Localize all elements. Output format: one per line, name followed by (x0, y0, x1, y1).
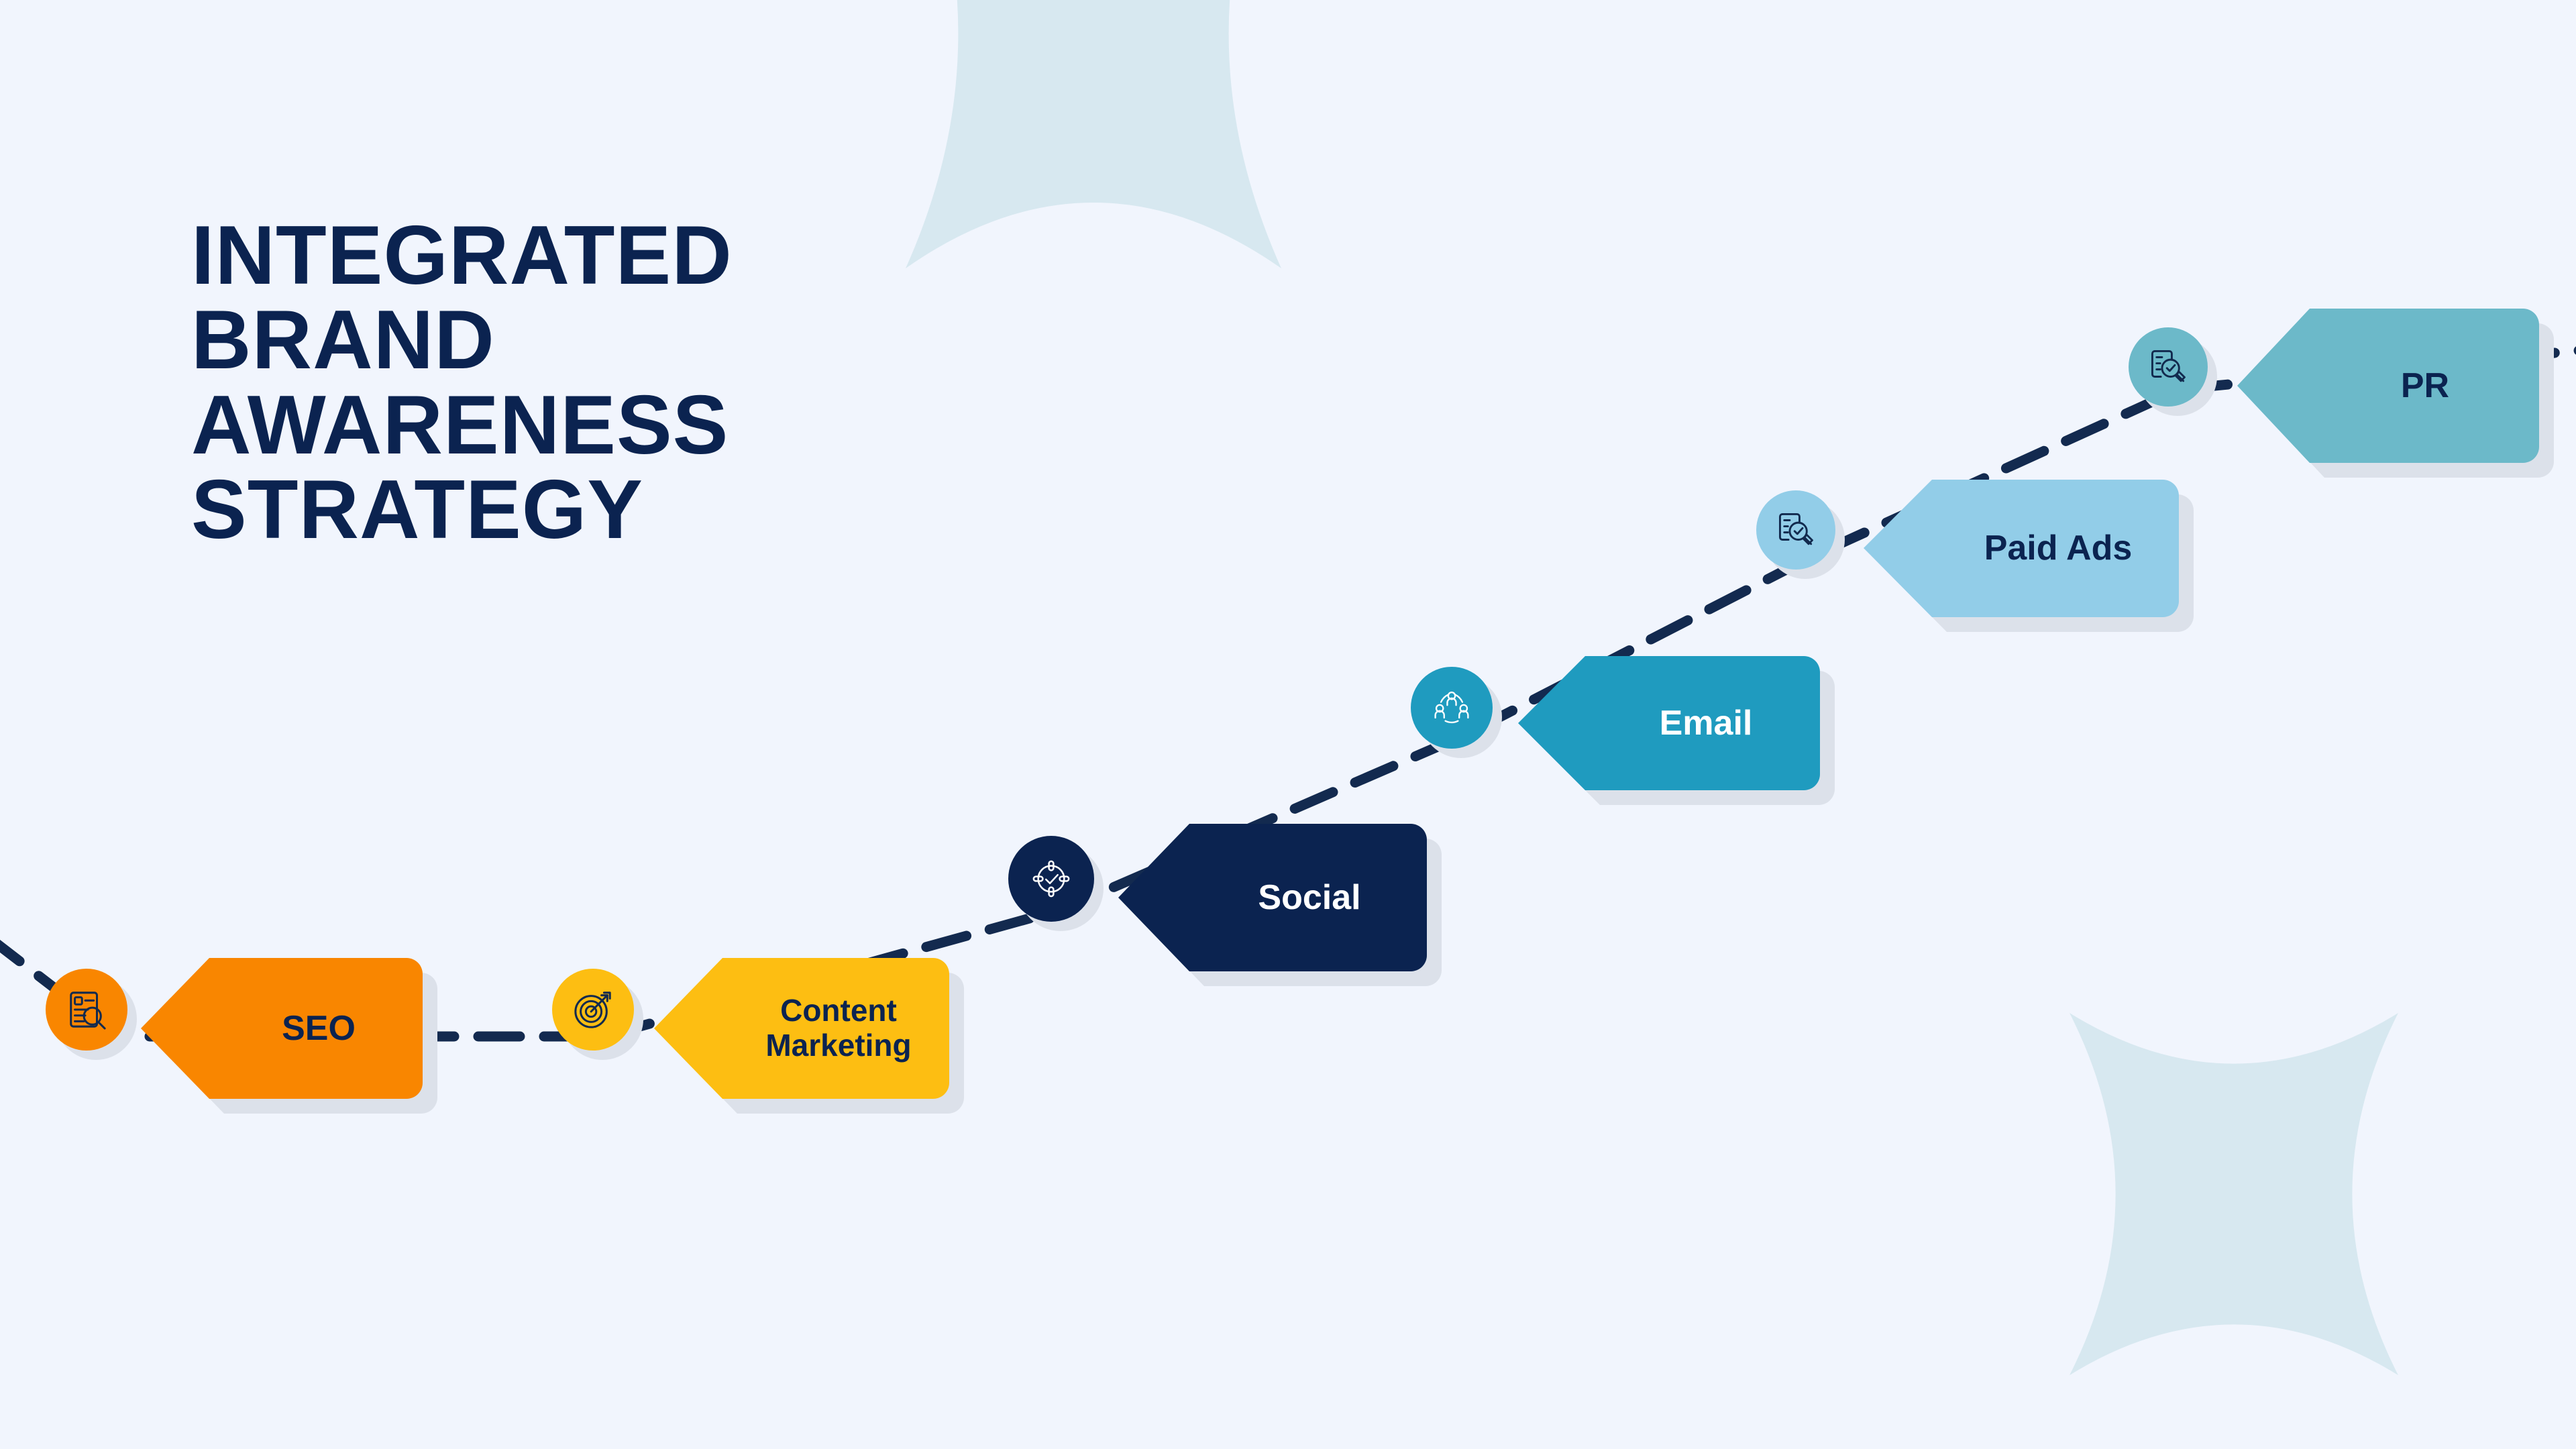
bubble-email[interactable] (1411, 667, 1493, 749)
tag-body (141, 958, 423, 1099)
bubble-content-marketing[interactable] (552, 969, 634, 1051)
tag-paid-ads[interactable]: Paid Ads (1864, 480, 2194, 632)
tag-seo[interactable]: SEO (141, 958, 437, 1114)
bubble-pr[interactable] (2129, 327, 2208, 407)
document-magnifier-check-icon (2129, 327, 2208, 407)
tag-label-email: Email (1659, 703, 1753, 743)
tag-social[interactable]: Social (1118, 824, 1442, 986)
step-node-seo[interactable]: SEO (40, 958, 443, 1114)
tag-email[interactable]: Email (1518, 656, 1835, 805)
tag-label-social: Social (1258, 877, 1361, 917)
step-node-email[interactable]: Email (1405, 656, 1848, 805)
tag-body (1118, 824, 1427, 971)
step-node-content-marketing[interactable]: Content Marketing (547, 958, 976, 1114)
tag-label-seo: SEO (282, 1008, 356, 1048)
tag-label-pr: PR (2400, 366, 2450, 405)
people-network-icon (1411, 667, 1493, 749)
decorative-star-top (906, 0, 1281, 268)
page-title: INTEGRATED BRAND AWARENESS STRATEGY (191, 209, 733, 557)
decorative-star-bottom (2070, 1013, 2398, 1375)
tag-body (1518, 656, 1820, 790)
tag-body (2237, 309, 2539, 463)
crosshair-check-icon (1008, 836, 1094, 922)
tag-body (1864, 480, 2179, 617)
tag-pr[interactable]: PR (2237, 309, 2554, 478)
tag-content-marketing[interactable]: Content Marketing (654, 958, 964, 1114)
document-magnifier-check-icon (1756, 490, 1835, 570)
bubble-seo[interactable] (46, 969, 127, 1051)
document-search-icon (46, 969, 127, 1051)
tag-label-content-marketing: Content Marketing (765, 993, 912, 1063)
step-node-paid-ads[interactable]: Paid Ads (1751, 480, 2207, 632)
bubble-paid-ads[interactable] (1756, 490, 1835, 570)
step-node-social[interactable]: Social (1003, 824, 1452, 986)
step-node-pr[interactable]: PR (2123, 309, 2573, 478)
bubble-social[interactable] (1008, 836, 1094, 922)
target-arrow-icon (552, 969, 634, 1051)
tag-body (654, 958, 949, 1099)
tag-label-paid-ads: Paid Ads (1984, 529, 2133, 568)
